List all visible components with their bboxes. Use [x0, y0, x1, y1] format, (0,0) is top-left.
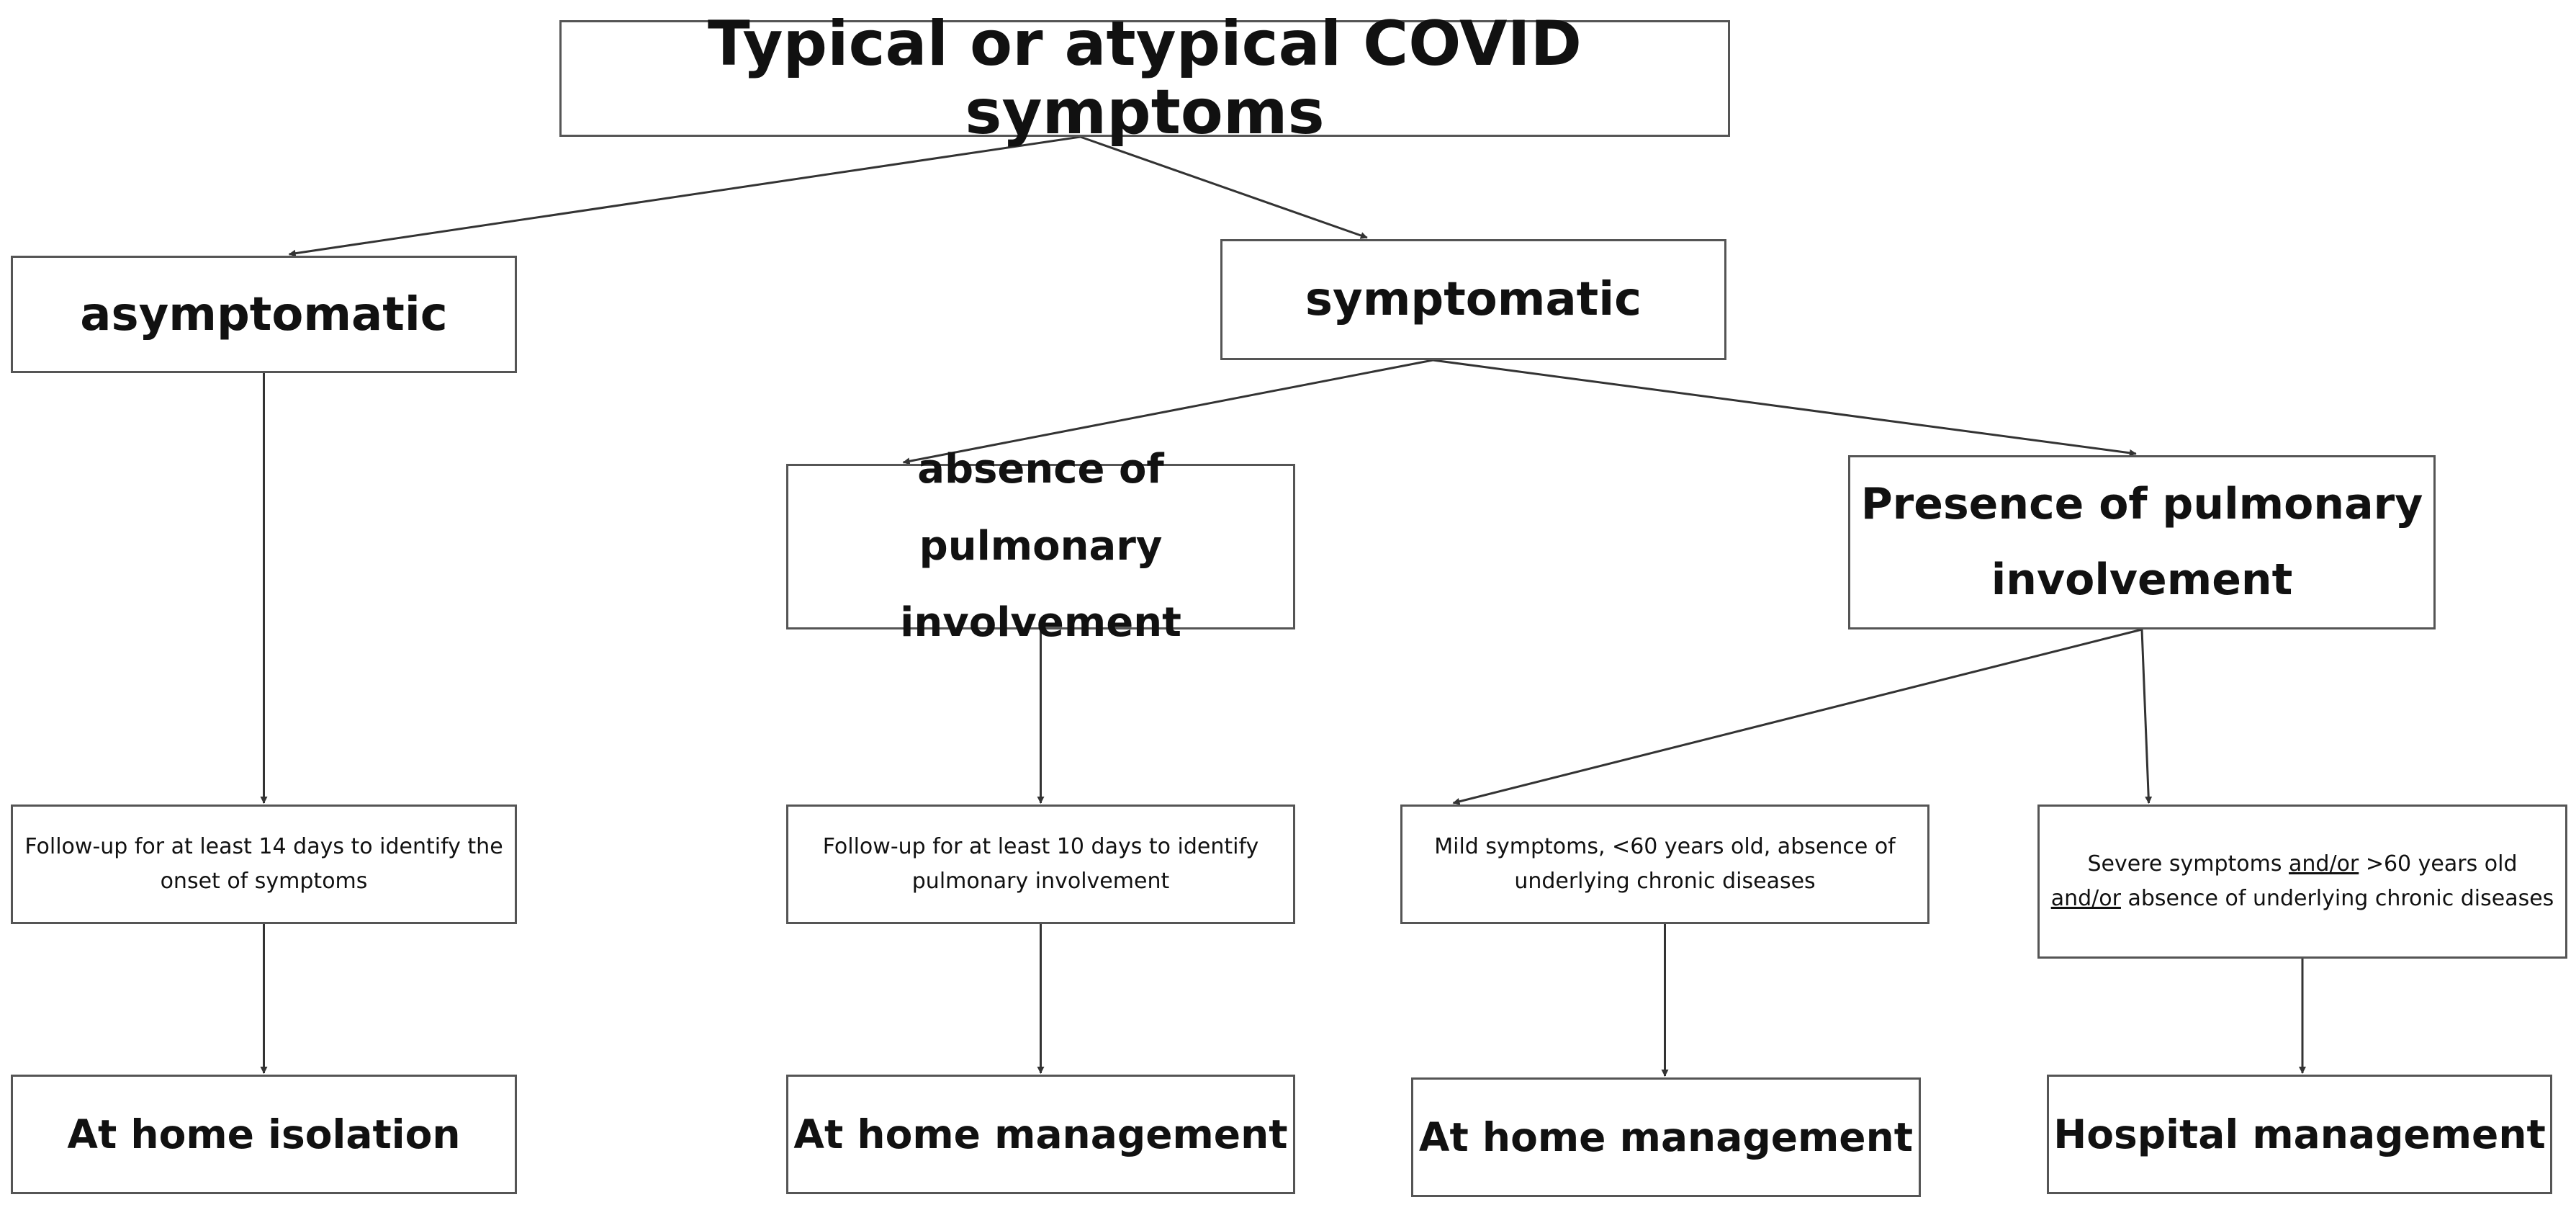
followup-10-days-node: Follow-up for at least 10 days to identi… — [786, 805, 1295, 924]
severe-symptoms-node: Severe symptoms and/or >60 years old and… — [2037, 805, 2567, 959]
asymptomatic-label: asymptomatic — [80, 287, 448, 341]
home-management-node-1: At home management — [786, 1075, 1295, 1194]
mild-symptoms-node: Mild symptoms, <60 years old, absence of… — [1400, 805, 1929, 924]
home-management-node-2: At home management — [1411, 1077, 1921, 1197]
severe-text-part1: Severe symptoms — [2087, 851, 2289, 877]
root-node: Typical or atypical COVID symptoms — [559, 10, 1730, 146]
presence-node: Presence of pulmonary involvement — [1848, 455, 2436, 629]
edge-root-to-asymptomatic — [288, 135, 1081, 257]
edge-symptomatic-to-presence — [1433, 359, 2137, 457]
severe-text-part5: absence of underlying chronic diseases — [2120, 886, 2554, 911]
severe-text-part3: >60 years old — [2359, 851, 2518, 877]
followup-10-days-label: Follow-up for at least 10 days to identi… — [822, 834, 1259, 894]
edge-root-to-symptomatic — [1080, 135, 1368, 239]
symptomatic-node: symptomatic — [1220, 239, 1726, 360]
followup-14-days-label: Follow-up for at least 14 days to identi… — [24, 834, 503, 894]
edge-presence-to-mild — [1452, 628, 2143, 805]
edge-symptomatic-to-absence — [902, 359, 1433, 465]
severe-andor-2: and/or — [2050, 886, 2121, 911]
hospital-management-label: Hospital management — [2053, 1111, 2546, 1157]
presence-label: Presence of pulmonary involvement — [1860, 479, 2423, 605]
home-isolation-node: At home isolation — [11, 1075, 517, 1194]
home-management-label-1: At home management — [793, 1111, 1288, 1157]
symptomatic-label: symptomatic — [1305, 273, 1642, 326]
home-management-label-2: At home management — [1418, 1114, 1914, 1160]
severe-symptoms-label: Severe symptoms and/or >60 years old and… — [2043, 847, 2562, 916]
absence-label: absence of pulmonary involvement — [900, 446, 1181, 647]
edge-presence-to-severe — [2140, 629, 2153, 804]
mild-symptoms-label: Mild symptoms, <60 years old, absence of… — [1434, 834, 1896, 894]
hospital-management-node: Hospital management — [2047, 1075, 2552, 1194]
asymptomatic-node: asymptomatic — [11, 256, 517, 373]
home-isolation-label: At home isolation — [67, 1111, 461, 1157]
root-label: Typical or atypical COVID symptoms — [708, 8, 1582, 148]
severe-andor-1: and/or — [2289, 851, 2359, 877]
absence-node: absence of pulmonary involvement — [786, 446, 1295, 646]
followup-14-days-node: Follow-up for at least 14 days to identi… — [11, 805, 517, 924]
